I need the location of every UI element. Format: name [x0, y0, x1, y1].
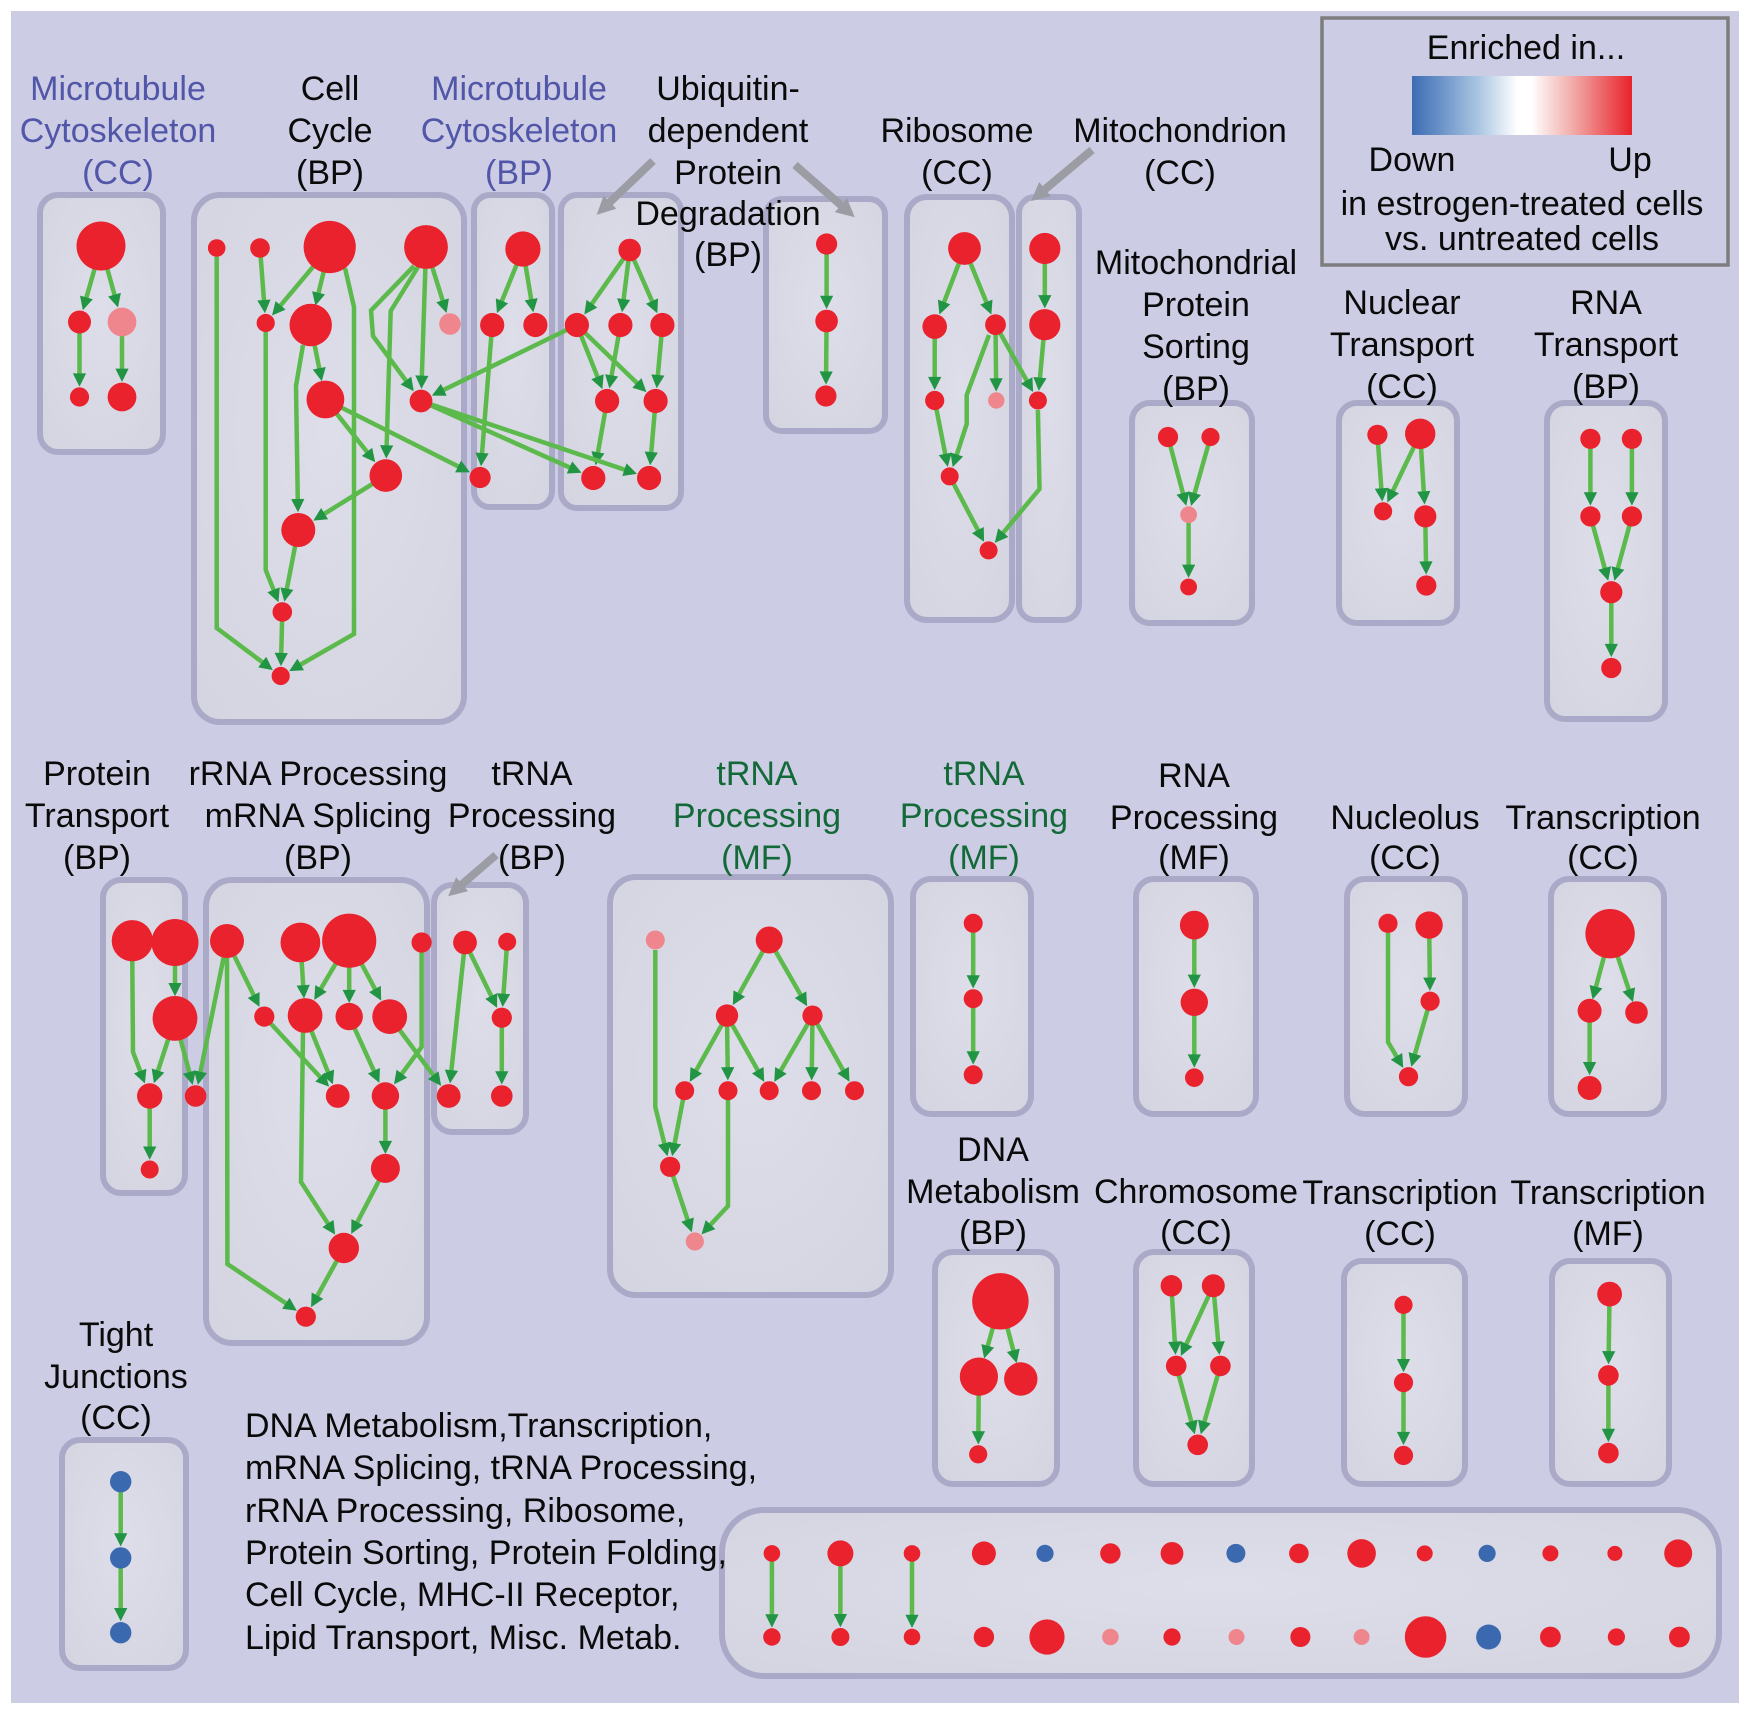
svg-text:(MF): (MF): [948, 839, 1020, 877]
svg-text:(CC): (CC): [1369, 839, 1441, 877]
svg-text:(BP): (BP): [959, 1214, 1027, 1252]
svg-text:Protein: Protein: [674, 154, 782, 192]
svg-text:(CC): (CC): [921, 154, 993, 192]
svg-text:Cell Cycle, MHC-II Receptor,: Cell Cycle, MHC-II Receptor,: [245, 1576, 680, 1614]
svg-text:Transport: Transport: [1534, 326, 1679, 364]
svg-text:(BP): (BP): [1162, 370, 1230, 408]
svg-text:Junctions: Junctions: [44, 1358, 188, 1396]
svg-text:(BP): (BP): [485, 154, 553, 192]
svg-text:Processing: Processing: [448, 797, 616, 835]
svg-text:Enriched in...: Enriched in...: [1427, 29, 1625, 67]
svg-text:Transcription: Transcription: [1510, 1174, 1705, 1212]
svg-text:Transport: Transport: [25, 797, 170, 835]
svg-text:Nucleolus: Nucleolus: [1330, 799, 1479, 837]
svg-text:Down: Down: [1369, 141, 1456, 179]
svg-text:RNA: RNA: [1158, 757, 1230, 795]
svg-text:Protein Sorting, Protein Foldi: Protein Sorting, Protein Folding,: [245, 1534, 727, 1572]
svg-text:(BP): (BP): [296, 154, 364, 192]
svg-text:Processing: Processing: [673, 797, 841, 835]
svg-text:(BP): (BP): [1572, 368, 1640, 406]
svg-text:Transcription: Transcription: [1302, 1174, 1497, 1212]
svg-text:(MF): (MF): [1158, 839, 1230, 877]
svg-text:Lipid Transport, Misc. Metab.: Lipid Transport, Misc. Metab.: [245, 1619, 682, 1657]
svg-text:Mitochondrial: Mitochondrial: [1095, 244, 1297, 282]
svg-text:(CC): (CC): [1144, 154, 1216, 192]
svg-text:Cytoskeleton: Cytoskeleton: [20, 112, 217, 150]
svg-text:(MF): (MF): [721, 839, 793, 877]
svg-text:(CC): (CC): [1366, 368, 1438, 406]
svg-text:Cycle: Cycle: [287, 112, 372, 150]
svg-text:(CC): (CC): [80, 1399, 152, 1437]
svg-text:Chromosome: Chromosome: [1094, 1173, 1298, 1211]
svg-text:Protein: Protein: [43, 755, 151, 793]
svg-text:Ubiquitin-: Ubiquitin-: [656, 70, 800, 108]
svg-text:mRNA Splicing: mRNA Splicing: [205, 797, 432, 835]
svg-text:(BP): (BP): [63, 839, 131, 877]
svg-text:Up: Up: [1608, 141, 1651, 179]
svg-text:Degradation: Degradation: [635, 195, 820, 233]
svg-text:Microtubule: Microtubule: [30, 70, 206, 108]
svg-text:tRNA: tRNA: [943, 755, 1025, 793]
svg-text:Transcription: Transcription: [1505, 799, 1700, 837]
svg-text:DNA Metabolism,Transcription,: DNA Metabolism,Transcription,: [245, 1407, 712, 1445]
svg-text:Nuclear: Nuclear: [1343, 284, 1460, 322]
svg-text:in estrogen-treated cells: in estrogen-treated cells: [1341, 185, 1704, 223]
svg-text:mRNA Splicing, tRNA Processing: mRNA Splicing, tRNA Processing,: [245, 1449, 757, 1487]
svg-text:(CC): (CC): [1364, 1215, 1436, 1253]
svg-text:Mitochondrion: Mitochondrion: [1073, 112, 1287, 150]
svg-text:(CC): (CC): [1160, 1214, 1232, 1252]
svg-text:rRNA Processing, Ribosome,: rRNA Processing, Ribosome,: [245, 1492, 685, 1530]
svg-text:tRNA: tRNA: [491, 755, 573, 793]
svg-text:tRNA: tRNA: [716, 755, 798, 793]
svg-text:dependent: dependent: [648, 112, 809, 150]
svg-text:RNA: RNA: [1570, 284, 1642, 322]
svg-text:(BP): (BP): [498, 839, 566, 877]
svg-text:(BP): (BP): [694, 236, 762, 274]
svg-text:DNA: DNA: [957, 1131, 1029, 1169]
svg-text:(CC): (CC): [82, 154, 154, 192]
svg-text:Processing: Processing: [900, 797, 1068, 835]
svg-text:(MF): (MF): [1572, 1215, 1644, 1253]
svg-text:Ribosome: Ribosome: [880, 112, 1033, 150]
svg-text:Sorting: Sorting: [1142, 328, 1250, 366]
svg-text:(CC): (CC): [1567, 839, 1639, 877]
svg-text:Protein: Protein: [1142, 286, 1250, 324]
svg-text:Cell: Cell: [301, 70, 360, 108]
svg-text:Tight: Tight: [79, 1316, 154, 1354]
svg-text:(BP): (BP): [284, 839, 352, 877]
svg-text:vs. untreated cells: vs. untreated cells: [1385, 220, 1659, 258]
svg-text:rRNA Processing: rRNA Processing: [189, 755, 448, 793]
svg-text:Transport: Transport: [1330, 326, 1475, 364]
svg-text:Processing: Processing: [1110, 799, 1278, 837]
svg-text:Cytoskeleton: Cytoskeleton: [421, 112, 618, 150]
svg-text:Metabolism: Metabolism: [906, 1173, 1080, 1211]
svg-text:Microtubule: Microtubule: [431, 70, 607, 108]
